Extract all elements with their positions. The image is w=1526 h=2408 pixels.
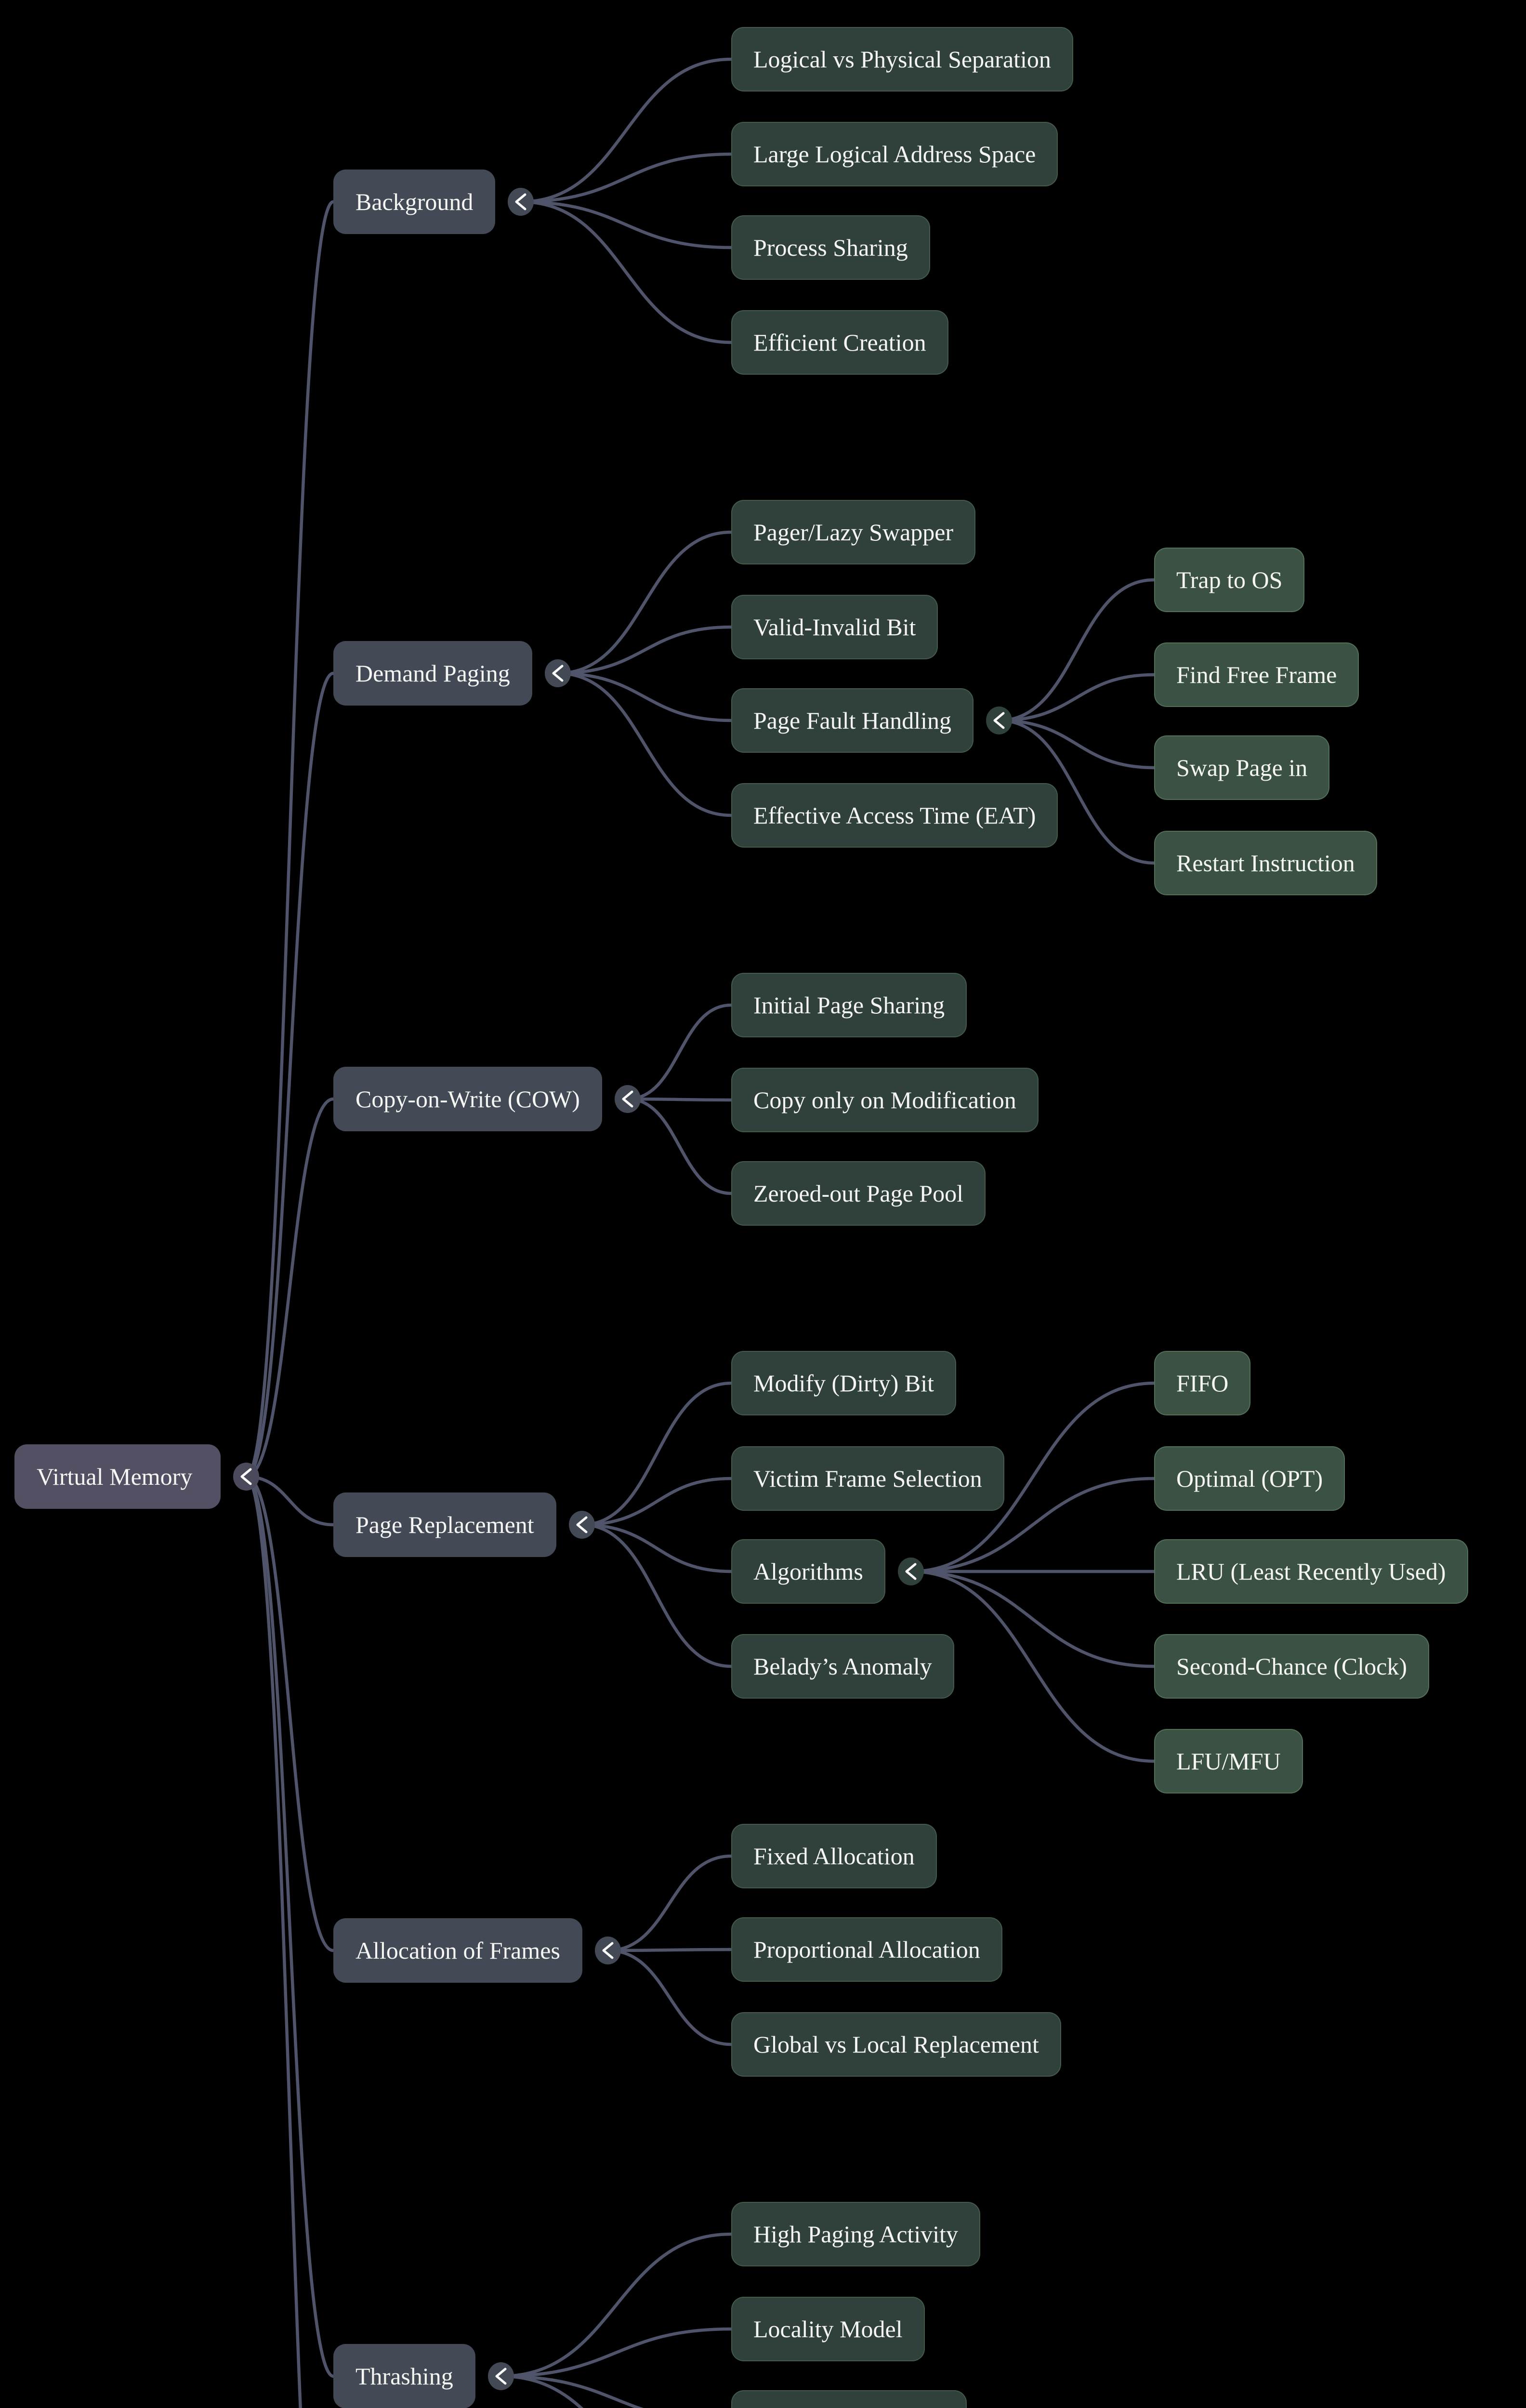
collapse-toggle-virtual-memory[interactable] [233,1463,259,1491]
chevron-left-icon [576,1516,588,1533]
edge-background-to-process-sharing [519,200,733,249]
collapse-toggle-page-fault-handling[interactable] [986,707,1012,734]
edge-background-to-large-logical-address-space [519,152,733,204]
edge-page-fault-handling-to-swap-page-in [997,719,1156,770]
node-initial-page-sharing: Initial Page Sharing [731,973,967,1037]
node-zeroed-out-page-pool: Zeroed-out Page Pool [731,1161,986,1226]
node-high-paging-activity: High Paging Activity [731,2202,980,2266]
chevron-left-icon [515,193,526,210]
edge-demand-paging-to-valid-invalid-bit [556,625,733,675]
node-virtual-memory: Virtual Memory [14,1444,221,1509]
edge-virtual-memory-to-background [244,200,335,1479]
node-modify-dirty-bit: Modify (Dirty) Bit [731,1351,956,1415]
collapse-toggle-algorithms[interactable] [898,1557,924,1585]
chevron-left-icon [240,1468,252,1485]
node-process-sharing: Process Sharing [731,215,930,280]
node-trap-to-os: Trap to OS [1154,548,1305,612]
node-allocation-of-frames: Allocation of Frames [333,1918,582,1983]
chevron-left-icon [495,2368,507,2385]
node-page-replacement: Page Replacement [333,1492,556,1557]
edge-allocation-of-frames-to-fixed-allocation [606,1854,733,1952]
edge-page-replacement-to-algorithms [580,1523,733,1573]
node-large-logical-address-space: Large Logical Address Space [731,122,1058,186]
edge-virtual-memory-to-demand-paging [244,671,335,1479]
node-victim-frame-selection: Victim Frame Selection [731,1446,1004,1511]
collapse-toggle-demand-paging[interactable] [545,659,571,687]
node-valid-invalid-bit: Valid-Invalid Bit [731,595,938,659]
edge-thrashing-to-locality-model [499,2327,733,2378]
edge-thrashing-to-high-paging-activity [499,2232,733,2378]
collapse-toggle-thrashing[interactable] [488,2362,514,2390]
node-pager-lazy-swapper: Pager/Lazy Swapper [731,500,976,564]
edge-demand-paging-to-effective-access-time-eat [556,671,733,817]
node-copy-only-on-modification: Copy only on Modification [731,1068,1039,1132]
edge-algorithms-to-lfu-mfu [909,1570,1156,1763]
node-demand-paging: Demand Paging [333,641,532,706]
chevron-left-icon [622,1090,633,1108]
collapse-toggle-copy-on-write-cow[interactable] [615,1085,641,1113]
edge-copy-on-write-cow-to-copy-only-on-modification [626,1097,733,1102]
edge-virtual-memory-to-copy-on-write-cow [244,1097,335,1479]
edge-background-to-logical-vs-physical-separation [519,57,733,204]
node-background: Background [333,170,496,234]
node-working-set-model: Working-Set Model [731,2390,967,2408]
node-algorithms: Algorithms [731,1539,885,1604]
edge-page-replacement-to-belady-s-anomaly [580,1523,733,1668]
edge-demand-paging-to-page-fault-handling [556,671,733,722]
chevron-left-icon [552,665,564,682]
node-lru-least-recently-used: LRU (Least Recently Used) [1154,1539,1468,1604]
node-locality-model: Locality Model [731,2297,925,2361]
node-swap-page-in: Swap Page in [1154,735,1330,800]
node-efficient-creation: Efficient Creation [731,310,948,375]
node-global-vs-local-replacement: Global vs Local Replacement [731,2012,1061,2077]
node-optimal-opt: Optimal (OPT) [1154,1446,1345,1511]
edge-background-to-efficient-creation [519,200,733,344]
node-find-free-frame: Find Free Frame [1154,642,1359,707]
node-lfu-mfu: LFU/MFU [1154,1729,1303,1793]
edge-page-fault-handling-to-trap-to-os [997,578,1156,722]
node-restart-instruction: Restart Instruction [1154,831,1377,895]
node-belady-s-anomaly: Belady’s Anomaly [731,1634,954,1699]
node-fixed-allocation: Fixed Allocation [731,1824,937,1888]
collapse-toggle-background[interactable] [508,188,534,216]
edge-virtual-memory-to-memory-mapped-files [244,1475,302,2408]
edge-page-replacement-to-victim-frame-selection [580,1477,733,1527]
node-second-chance-clock: Second-Chance (Clock) [1154,1634,1430,1699]
node-proportional-allocation: Proportional Allocation [731,1917,1002,1982]
node-thrashing: Thrashing [333,2344,475,2408]
chevron-left-icon [905,1563,917,1580]
edge-page-fault-handling-to-find-free-frame [997,673,1156,722]
node-copy-on-write-cow: Copy-on-Write (COW) [333,1067,602,1131]
edge-allocation-of-frames-to-global-vs-local-replacement [606,1949,733,2046]
edge-algorithms-to-fifo [909,1381,1156,1573]
edge-thrashing-to-page-fault-frequency [499,2374,584,2408]
edge-copy-on-write-cow-to-zeroed-out-page-pool [626,1097,733,1195]
node-logical-vs-physical-separation: Logical vs Physical Separation [731,27,1073,92]
node-fifo: FIFO [1154,1351,1251,1415]
edge-demand-paging-to-pager-lazy-swapper [556,530,733,675]
chevron-left-icon [993,712,1005,729]
collapse-toggle-page-replacement[interactable] [569,1511,595,1539]
edge-copy-on-write-cow-to-initial-page-sharing [626,1003,733,1101]
node-effective-access-time-eat: Effective Access Time (EAT) [731,783,1058,848]
chevron-left-icon [602,1942,614,1959]
edge-virtual-memory-to-allocation-of-frames [244,1475,335,1952]
edge-page-replacement-to-modify-dirty-bit [580,1381,733,1527]
node-page-fault-handling: Page Fault Handling [731,688,974,753]
edge-virtual-memory-to-page-replacement [244,1475,335,1527]
edge-page-fault-handling-to-restart-instruction [997,719,1156,865]
edge-algorithms-to-optimal-opt [909,1477,1156,1573]
edge-algorithms-to-second-chance-clock [909,1570,1156,1668]
edge-thrashing-to-working-set-model [499,2374,644,2408]
collapse-toggle-allocation-of-frames[interactable] [595,1937,621,1964]
edge-virtual-memory-to-thrashing [244,1475,335,2378]
